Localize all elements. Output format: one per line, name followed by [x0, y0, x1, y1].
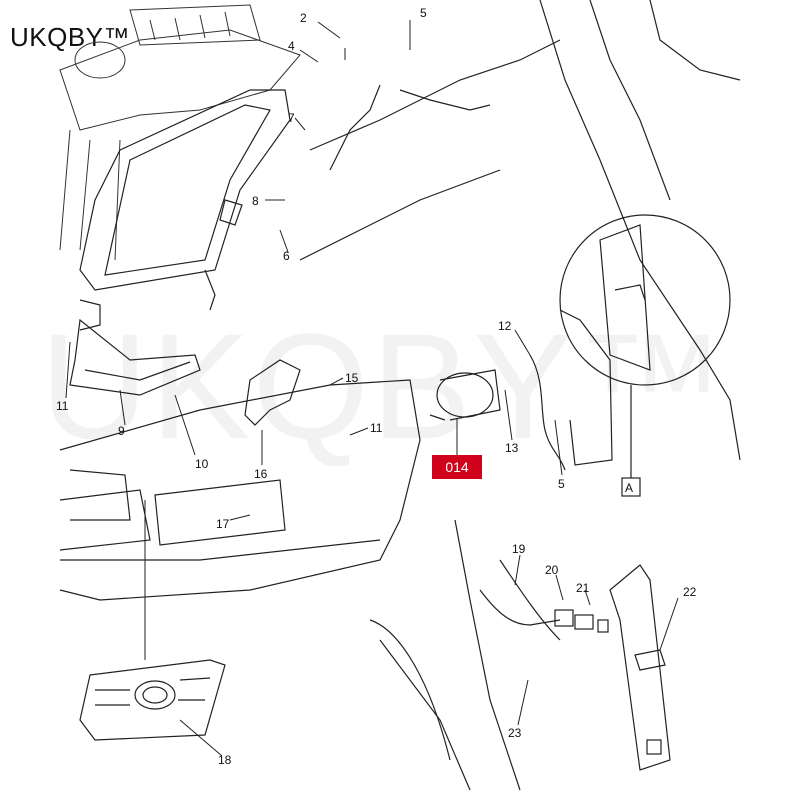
- callout-12: 16: [254, 467, 268, 481]
- callout-13: 17: [216, 517, 230, 531]
- callout-6: 6: [283, 249, 290, 263]
- callout-19: 20: [545, 563, 559, 577]
- wiring-harness: [329, 84, 566, 471]
- drl-lamp: [69, 299, 201, 396]
- callout-9: 10: [195, 457, 209, 471]
- callout-14: 12: [498, 319, 512, 333]
- callout-labels: 5 2 4 7 8 6 11 9 10 15 11 16 17 12 13 5 …: [56, 6, 697, 767]
- fog-lamp: [429, 369, 501, 421]
- bracket: [244, 359, 301, 426]
- callout-7: 11: [56, 399, 69, 413]
- callout-3: 4: [288, 39, 295, 53]
- callout-10: 15: [345, 371, 359, 385]
- callout-1: 5: [420, 6, 427, 20]
- callout-5: 8: [252, 194, 259, 208]
- side-marker-lamp: [609, 564, 671, 771]
- leader-lines: [65, 20, 679, 757]
- callout-2: 2: [300, 11, 307, 25]
- headlamp-assembly: [79, 89, 291, 311]
- engine-bay: [59, 4, 301, 261]
- socket-harness: [479, 589, 609, 633]
- front-bumper: [59, 379, 421, 601]
- callout-15: 13: [505, 441, 519, 455]
- part-number-tag: 014: [432, 455, 482, 479]
- callout-4: 7: [288, 111, 295, 125]
- fog-lamp-bezel: [79, 659, 226, 741]
- callout-16: 5: [558, 477, 565, 491]
- detail-circle: [559, 214, 731, 497]
- callout-20: 21: [576, 581, 590, 595]
- callout-18: 19: [512, 542, 526, 556]
- callout-11: 11: [370, 421, 383, 435]
- callout-8: 9: [118, 424, 125, 438]
- fender-body: [299, 0, 741, 461]
- callout-21: 22: [683, 585, 697, 599]
- callout-22: 23: [508, 726, 522, 740]
- fender-liner: [369, 309, 613, 791]
- callout-23: A: [625, 481, 633, 495]
- callout-17: 18: [218, 753, 232, 767]
- brand-logo: UKQBY™: [10, 22, 131, 52]
